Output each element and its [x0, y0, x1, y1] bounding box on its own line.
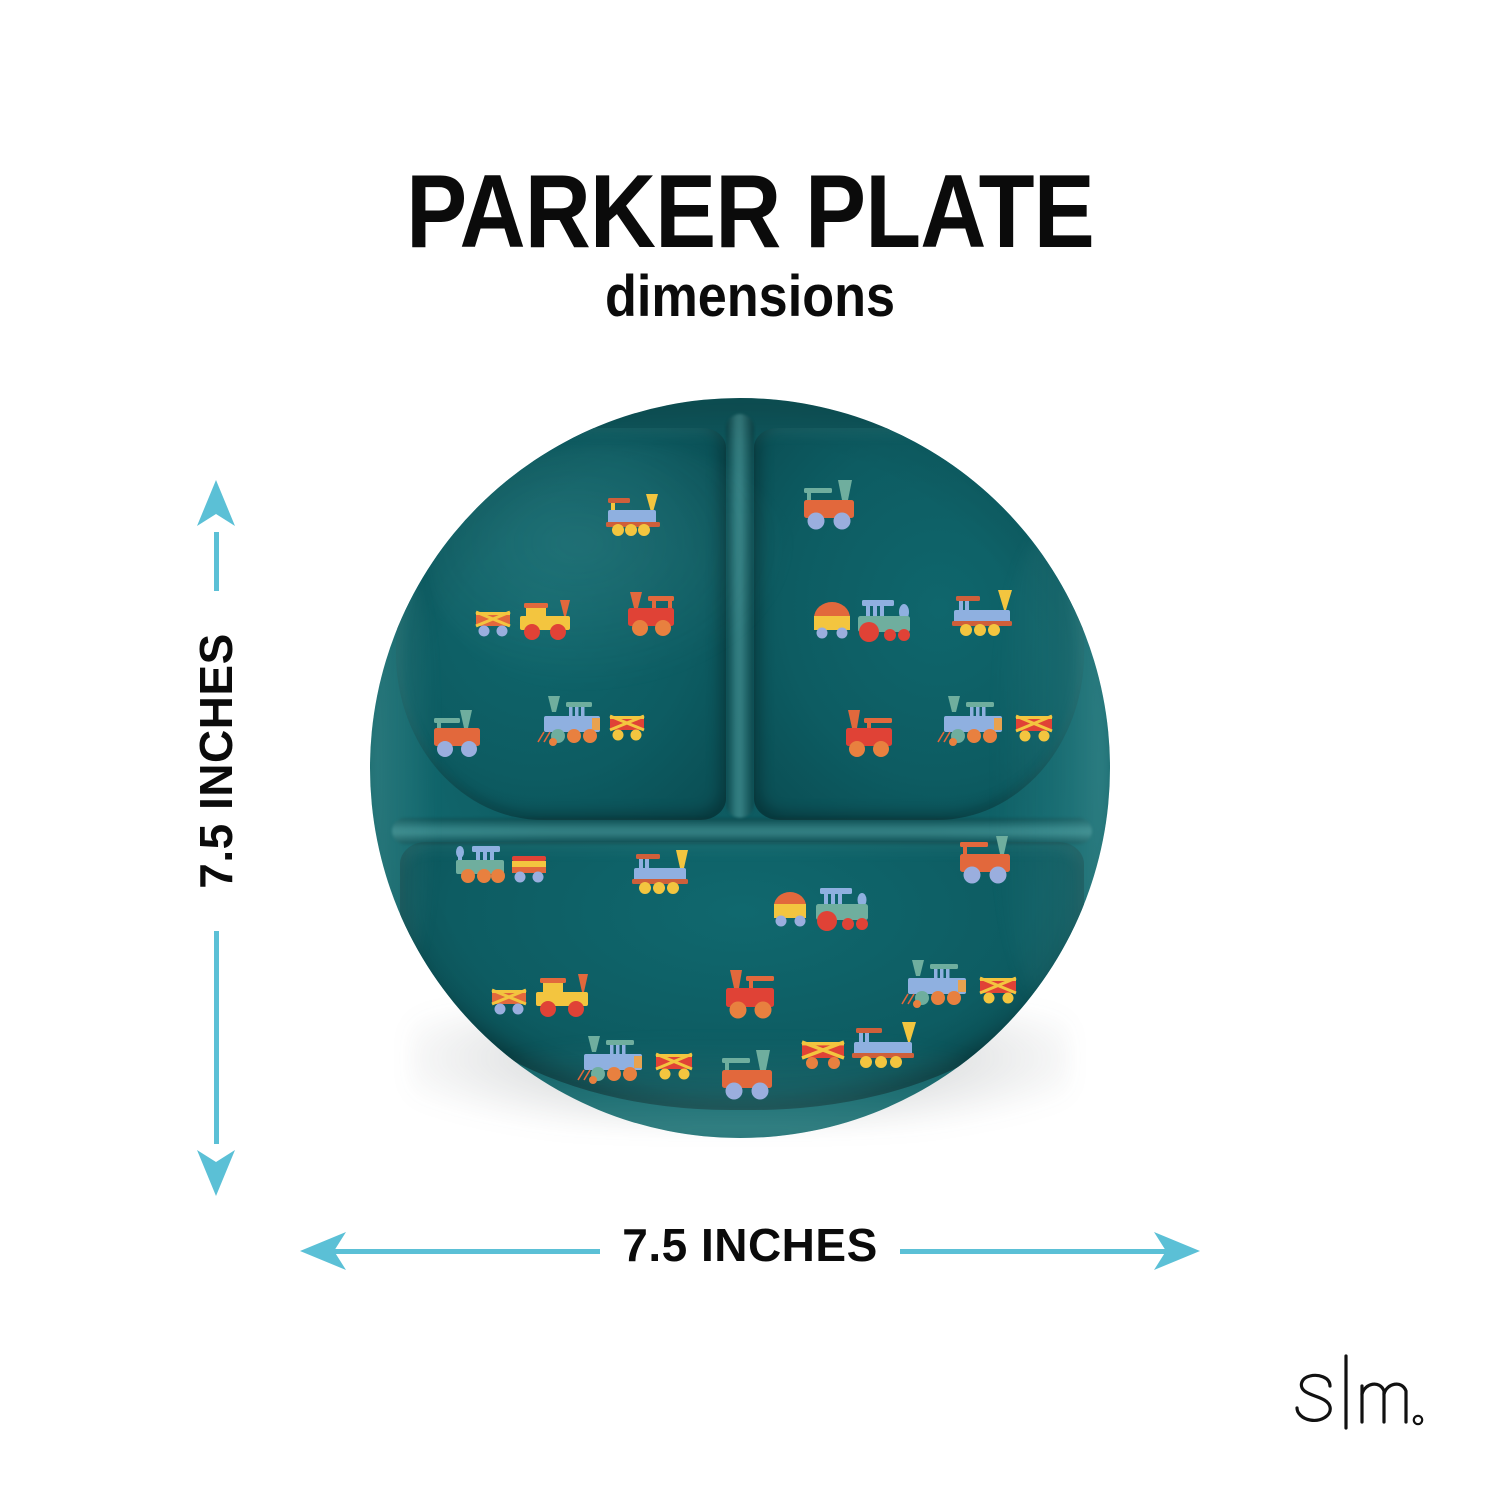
plate-sheen: [429, 442, 800, 694]
dimension-width: 7.5 INCHES: [300, 1219, 1200, 1282]
arrow-right-icon: [1154, 1232, 1200, 1270]
train-motif: [600, 490, 664, 538]
divider-vertical: [726, 414, 754, 818]
train-motif: [628, 848, 694, 900]
arrow-down-icon: [197, 1150, 235, 1196]
divider-horizontal: [392, 818, 1092, 844]
dimension-height-label: 7.5 INCHES: [185, 591, 247, 931]
train-motif: [770, 880, 874, 936]
train-motif: [622, 588, 680, 642]
plate-rim-highlight-right: [992, 531, 1110, 1005]
train-motif: [810, 590, 916, 646]
arrow-up-icon: [197, 480, 235, 526]
train-motif: [720, 968, 780, 1024]
dimension-height: 7.5 INCHES: [185, 480, 247, 1196]
arrow-left-icon: [300, 1232, 346, 1270]
train-motif: [474, 594, 578, 644]
train-motif: [956, 834, 1016, 890]
train-motif: [900, 958, 1024, 1018]
dimension-width-label: 7.5 INCHES: [300, 1218, 1200, 1272]
train-motif: [936, 694, 1060, 754]
train-motif: [536, 694, 652, 754]
train-motif: [576, 1034, 700, 1094]
train-motif: [490, 970, 596, 1024]
train-motif: [450, 838, 562, 896]
page-subtitle: dimensions: [604, 264, 896, 329]
train-motif: [840, 708, 898, 762]
train-motif: [800, 478, 864, 534]
plate-body: [370, 398, 1110, 1138]
train-motif: [718, 1048, 778, 1106]
train-motif: [800, 1020, 924, 1082]
product-image-parker-plate: [370, 398, 1110, 1138]
plate-rim-highlight-left: [370, 560, 436, 976]
page-title: PARKER PLATE: [406, 154, 1095, 270]
simple-modern-logo: [1280, 1350, 1430, 1442]
train-motif: [946, 588, 1018, 642]
train-motif: [430, 708, 488, 762]
